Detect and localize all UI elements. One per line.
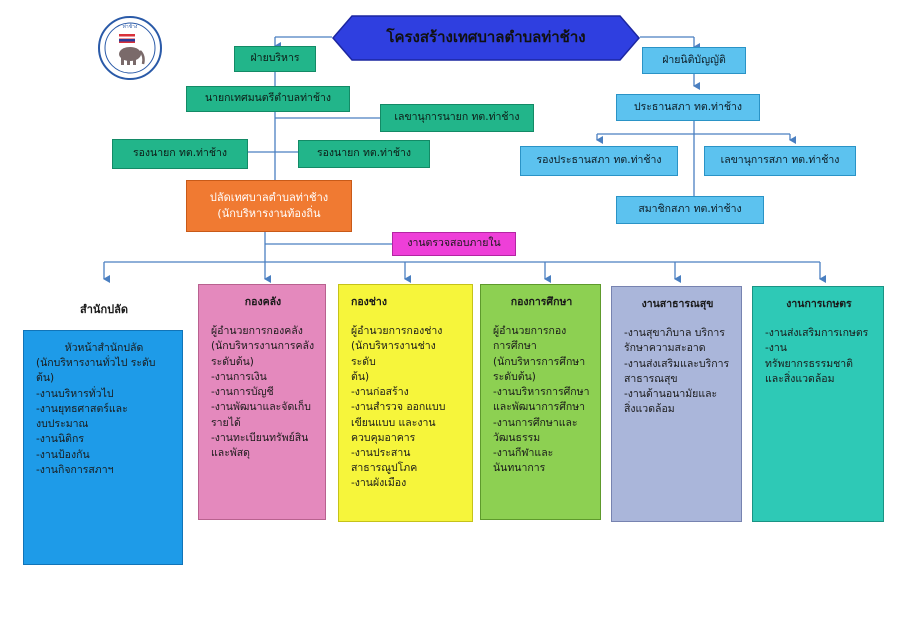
dept-line: ต้น) bbox=[36, 372, 55, 385]
department-column-public-health: งานสาธารณสุข -งานสุขาภิบาล บริการ รักษาค… bbox=[611, 286, 742, 522]
svg-text:ท่าช้าง: ท่าช้าง bbox=[123, 23, 138, 30]
department-label-office: สำนักปลัด bbox=[80, 303, 128, 316]
legislative-branch-box: ฝ่ายนิติบัญญัติ bbox=[642, 47, 746, 74]
municipality-logo: ท่าช้าง bbox=[98, 16, 162, 80]
dept-line: วัฒนธรรม bbox=[493, 431, 541, 444]
dept-line: -งานบริหารการศึกษา bbox=[493, 386, 590, 399]
dept-line: (นักบริหารงานทั่วไป ระดับ bbox=[36, 357, 156, 370]
dept-line: -งานสำรวจ ออกแบบ bbox=[351, 401, 446, 414]
council-vice-president-box: รองประธานสภา ทต.ท่าช้าง bbox=[520, 146, 678, 176]
internal-audit-box: งานตรวจสอบภายใน bbox=[392, 232, 516, 256]
department-column-office: หัวหน้าสำนักปลัด (นักบริหารงานทั่วไป ระด… bbox=[23, 330, 183, 565]
dept-line: -งานด้านอนามัยและ bbox=[624, 388, 718, 401]
dept-line: (นักบริหารการศึกษา bbox=[493, 355, 586, 368]
dept-line: ผู้อำนวยการกอง bbox=[493, 325, 567, 338]
deputy-mayor-box-2: รองนายก ทต.ท่าช้าง bbox=[298, 140, 430, 168]
dept-line: เขียนแบบ และงาน bbox=[351, 416, 436, 429]
dept-line: -งานก่อสร้าง bbox=[351, 386, 409, 399]
dept-line: -งานป้องกัน bbox=[36, 448, 90, 461]
department-title-engineering: กองช่าง bbox=[351, 296, 387, 308]
dept-line: -งานการเงิน bbox=[211, 370, 267, 383]
dept-line: ต้น) bbox=[351, 370, 370, 383]
dept-line: ผู้อำนวยการกองช่าง bbox=[351, 325, 443, 338]
municipal-clerk-title: ปลัดเทศบาลตำบลท่าช้าง bbox=[209, 191, 329, 204]
dept-line: -งานการศึกษาและ bbox=[493, 416, 578, 429]
dept-line: -งานสุขาภิบาล บริการ bbox=[624, 327, 725, 340]
dept-line: ผู้อำนวยการกองคลัง bbox=[211, 325, 303, 338]
dept-line: งบประมาณ bbox=[36, 418, 89, 431]
dept-line: -งานนิติกร bbox=[36, 433, 84, 446]
dept-line: -งานส่งเสริมการเกษตร bbox=[765, 327, 869, 340]
department-title-public-health: งานสาธารณสุข bbox=[641, 298, 714, 310]
title-hexagon-shape bbox=[332, 15, 640, 61]
dept-line: -งานส่งเสริมและบริการ bbox=[624, 357, 730, 370]
municipal-clerk-rank: (นักบริหารงานท้องถิ่น bbox=[217, 206, 321, 220]
dept-line: -งานผังเมือง bbox=[351, 477, 407, 490]
municipal-clerk-box: ปลัดเทศบาลตำบลท่าช้าง (นักบริหารงานท้องถ… bbox=[186, 180, 352, 232]
dept-line: (นักบริหารงานช่าง ระดับ bbox=[351, 340, 436, 368]
dept-line: สาธารณูปโภค bbox=[351, 462, 418, 475]
dept-line: -งานบริหารทั่วไป bbox=[36, 387, 114, 400]
dept-line: ระดับต้น) bbox=[493, 370, 536, 383]
dept-line: และสิ่งแวดล้อม bbox=[765, 372, 835, 385]
dept-line: ระดับต้น) bbox=[211, 355, 254, 368]
dept-line: และพัฒนาการศึกษา bbox=[493, 401, 586, 414]
dept-line: -งานกีฬาและ bbox=[493, 446, 554, 459]
chart-title-banner: โครงสร้างเทศบาลตำบลท่าช้าง bbox=[332, 15, 640, 61]
dept-line: -งานการบัญชี bbox=[211, 386, 274, 399]
page-title: โครงสร้างเทศบาลตำบลท่าช้าง bbox=[386, 28, 586, 47]
department-column-education: กองการศึกษา ผู้อำนวยการกอง การศึกษา (นัก… bbox=[480, 284, 601, 520]
department-title-finance: กองคลัง bbox=[244, 296, 282, 308]
dept-line: -งานประสาน bbox=[351, 446, 411, 459]
department-column-agriculture: งานการเกษตร -งานส่งเสริมการเกษตร -งานทรั… bbox=[752, 286, 884, 522]
dept-line: -งานพัฒนาและจัดเก็บ bbox=[211, 401, 311, 414]
mayor-secretary-box: เลขานุการนายก ทต.ท่าช้าง bbox=[380, 104, 534, 132]
council-member-box: สมาชิกสภา ทต.ท่าช้าง bbox=[616, 196, 764, 224]
department-title-agriculture: งานการเกษตร bbox=[786, 298, 852, 310]
dept-line: -งานยุทธศาสตร์และ bbox=[36, 402, 128, 415]
dept-line: หัวหน้าสำนักปลัด bbox=[64, 342, 144, 354]
dept-line: ควบคุมอาคาร bbox=[351, 431, 416, 444]
dept-line: สาธารณสุข bbox=[624, 372, 678, 385]
department-column-engineering: กองช่าง ผู้อำนวยการกองช่าง (นักบริหารงาน… bbox=[338, 284, 473, 522]
council-president-box: ประธานสภา ทต.ท่าช้าง bbox=[616, 94, 760, 121]
council-secretary-box: เลขานุการสภา ทต.ท่าช้าง bbox=[704, 146, 856, 176]
dept-line: การศึกษา bbox=[493, 340, 537, 353]
dept-line: -งานทรัพยากรธรรมชาติ bbox=[765, 342, 853, 370]
executive-branch-box: ฝ่ายบริหาร bbox=[234, 46, 316, 72]
dept-line: -งานกิจการสภาฯ bbox=[36, 463, 114, 476]
dept-line: (นักบริหารงานการคลัง bbox=[211, 340, 315, 353]
dept-line: รักษาความสะอาด bbox=[624, 342, 706, 355]
dept-line: รายได้ bbox=[211, 416, 241, 429]
mayor-box: นายกเทศมนตรีตำบลท่าช้าง bbox=[186, 86, 350, 112]
dept-line: สิ่งแวดล้อม bbox=[624, 403, 675, 416]
department-title-education: กองการศึกษา bbox=[510, 296, 573, 308]
department-column-finance: กองคลัง ผู้อำนวยการกองคลัง (นักบริหารงาน… bbox=[198, 284, 326, 520]
deputy-mayor-box-1: รองนายก ทต.ท่าช้าง bbox=[112, 139, 248, 169]
elephant-seal-emblem-icon: ท่าช้าง bbox=[104, 22, 156, 74]
dept-line: และพัสดุ bbox=[211, 446, 250, 459]
dept-line: นันทนาการ bbox=[493, 462, 546, 475]
dept-line: -งานทะเบียนทรัพย์สิน bbox=[211, 431, 309, 444]
